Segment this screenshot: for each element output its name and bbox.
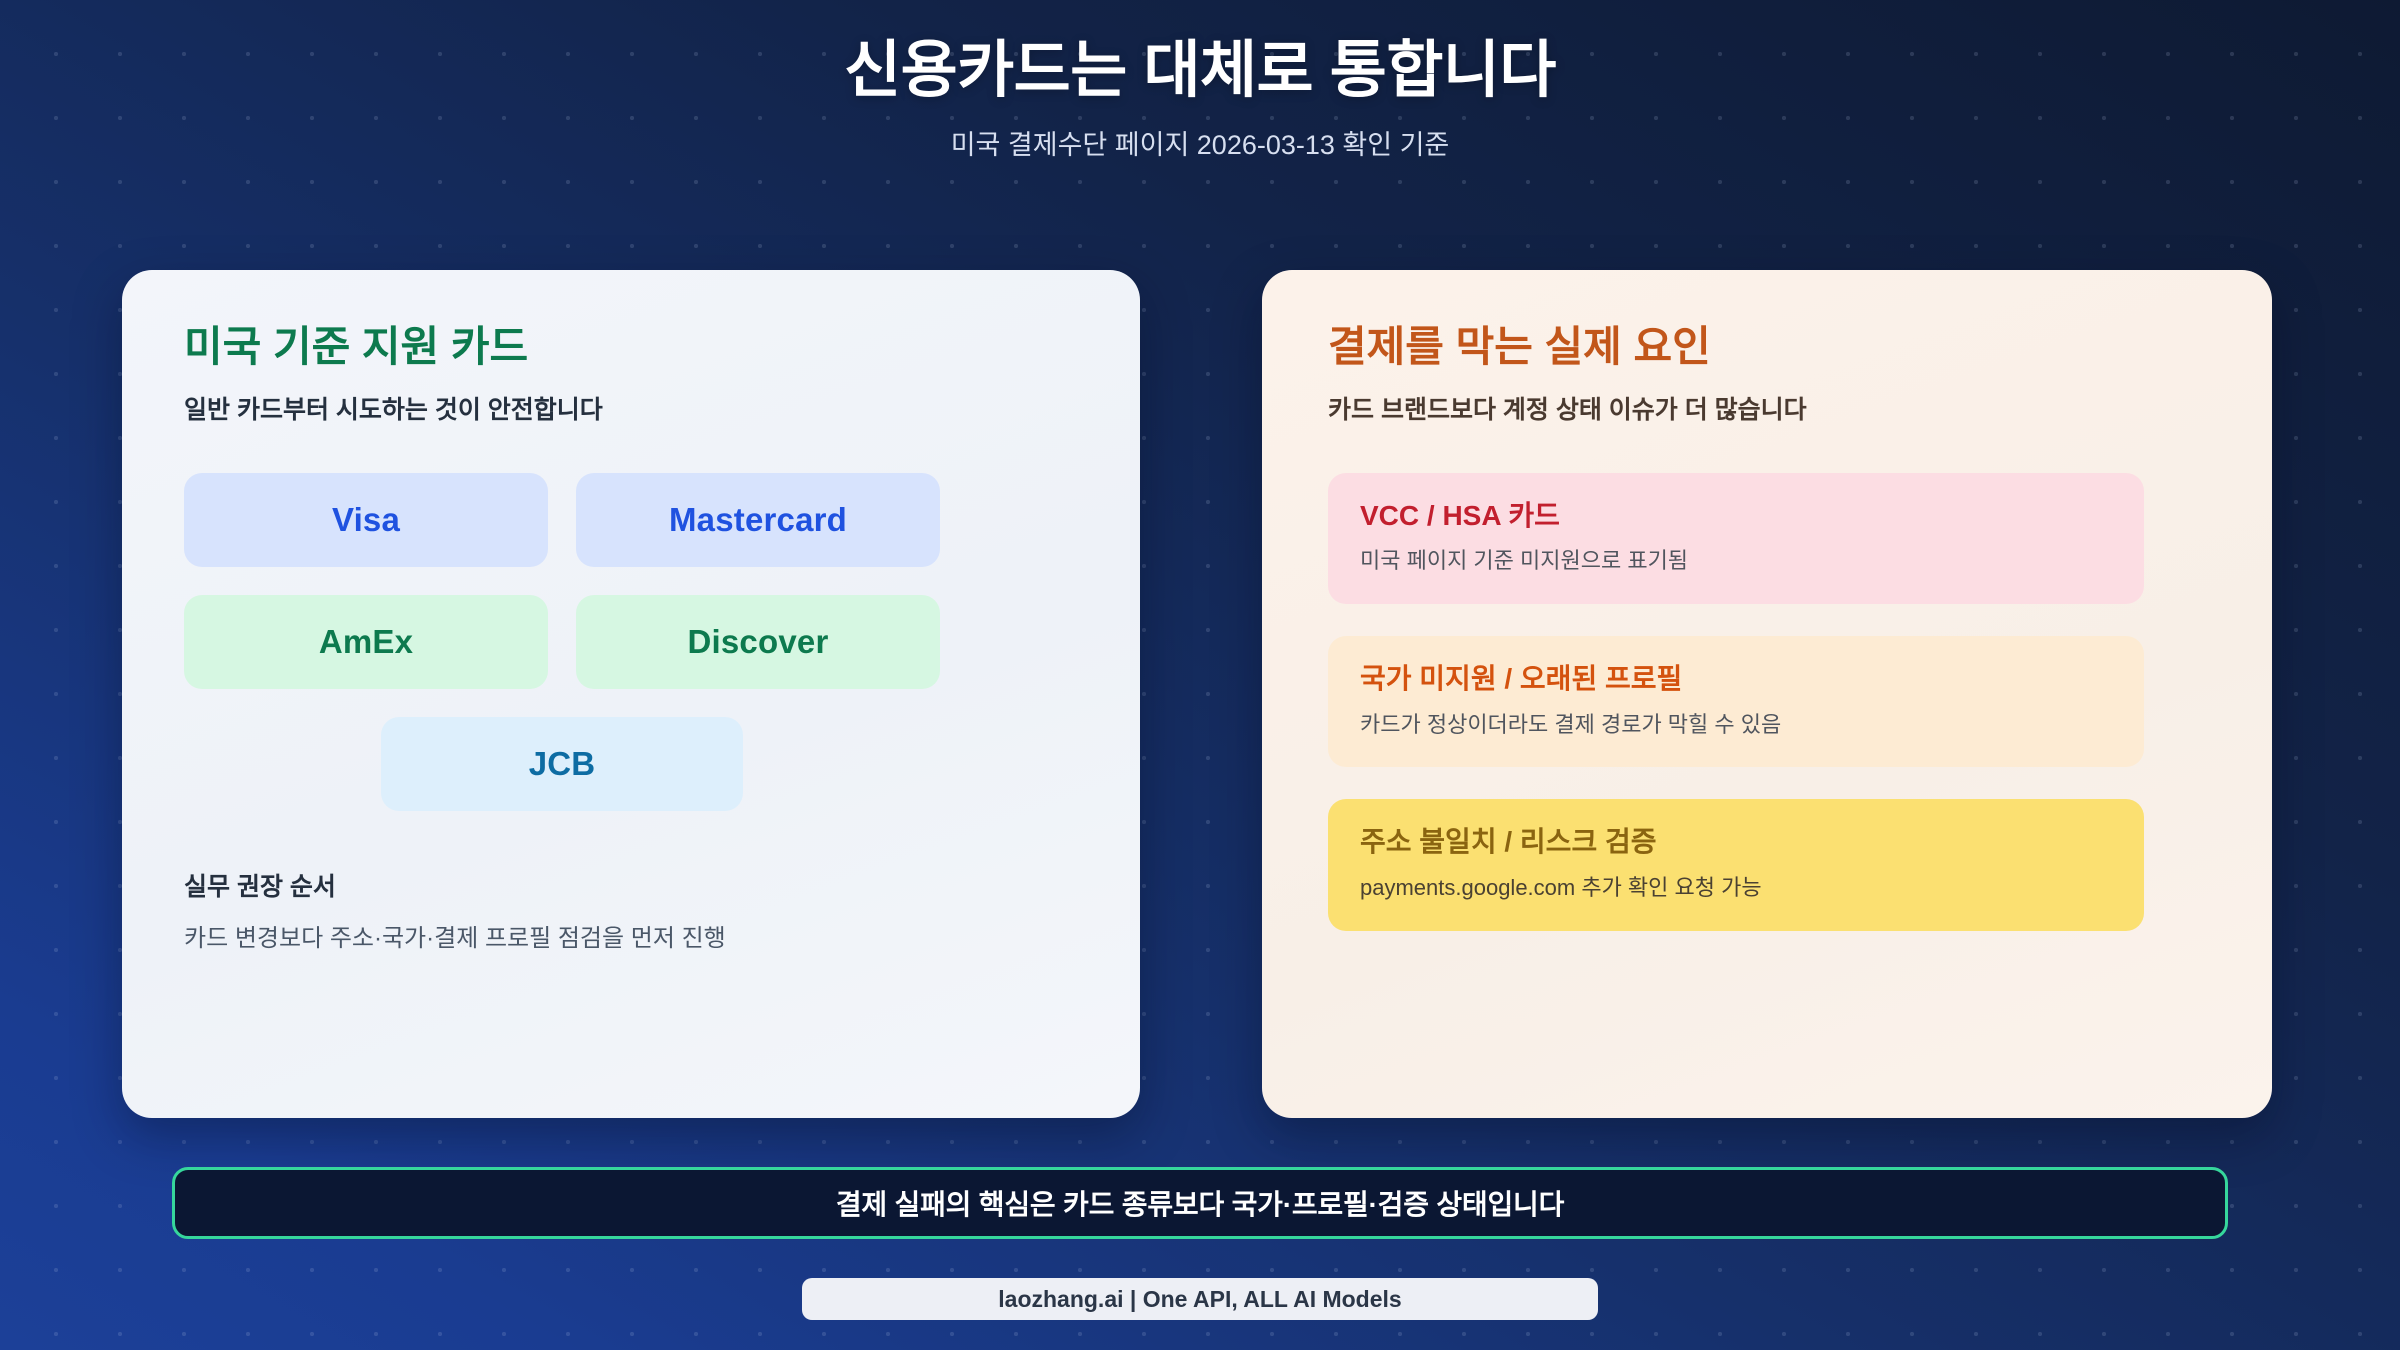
left-panel-title: 미국 기준 지원 카드 bbox=[184, 323, 529, 370]
card-brand-chip-discover[interactable]: Discover bbox=[576, 594, 940, 689]
page-subtitle: 미국 결제수단 페이지 2026-03-13 확인 기준 bbox=[950, 130, 1450, 161]
note-body: 카드 변경보다 주소·국가·결제 프로필 점검을 먼저 진행 bbox=[184, 924, 726, 952]
page-title: 신용카드는 대체로 통합니다 bbox=[844, 36, 1556, 105]
footer-branding-text: laozhang.ai | One API, ALL AI Models bbox=[998, 1285, 1402, 1312]
chip-label: Discover bbox=[687, 622, 829, 660]
supported-cards-panel: 미국 기준 지원 카드 일반 카드부터 시도하는 것이 안전합니다 Visa M… bbox=[122, 270, 1140, 1118]
chip-label: Visa bbox=[331, 500, 401, 538]
recommendation-note: 실무 권장 순서 카드 변경보다 주소·국가·결제 프로필 점검을 먼저 진행 bbox=[184, 867, 1078, 955]
left-panel-subtitle: 일반 카드부터 시도하는 것이 안전합니다 bbox=[184, 396, 603, 425]
blocking-factor-item-country-profile: 국가 미지원 / 오래된 프로필 카드가 정상이더라도 결제 경로가 막힐 수 … bbox=[1328, 636, 2144, 768]
right-panel-title: 결제를 막는 실제 요인 bbox=[1328, 323, 1711, 370]
chip-label: JCB bbox=[528, 744, 596, 782]
chip-label: Mastercard bbox=[668, 500, 848, 538]
note-title: 실무 권장 순서 bbox=[184, 872, 336, 901]
summary-banner-text: 결제 실패의 핵심은 카드 종류보다 국가·프로필·검증 상태입니다 bbox=[835, 1189, 1565, 1220]
blocking-factors-panel: 결제를 막는 실제 요인 카드 브랜드보다 계정 상태 이슈가 더 많습니다 V… bbox=[1262, 270, 2272, 1118]
card-brand-chip-visa[interactable]: Visa bbox=[184, 472, 548, 567]
footer-branding-pill: laozhang.ai | One API, ALL AI Models bbox=[802, 1278, 1598, 1320]
header: 신용카드는 대체로 통합니다 미국 결제수단 페이지 2026-03-13 확인… bbox=[0, 0, 2400, 162]
blocking-factor-item-vcc-hsa: VCC / HSA 카드 미국 페이지 기준 미지원으로 표기됨 bbox=[1328, 472, 2144, 605]
blocking-factor-item-address-risk: 주소 불일치 / 리스크 검증 payments.google.com 추가 확… bbox=[1328, 799, 2144, 931]
chip-label: AmEx bbox=[318, 622, 414, 660]
alert-title: 주소 불일치 / 리스크 검증 bbox=[1360, 826, 1657, 858]
card-brand-grid: Visa Mastercard AmEx Discover JCB bbox=[184, 472, 1078, 811]
alert-title: VCC / HSA 카드 bbox=[1360, 499, 1560, 531]
card-brand-chip-mastercard[interactable]: Mastercard bbox=[576, 472, 940, 567]
right-panel-subtitle: 카드 브랜드보다 계정 상태 이슈가 더 많습니다 bbox=[1328, 396, 1807, 425]
summary-banner: 결제 실패의 핵심은 카드 종류보다 국가·프로필·검증 상태입니다 bbox=[172, 1167, 2228, 1239]
alert-body: 카드가 정상이더라도 결제 경로가 막힐 수 있음 bbox=[1360, 711, 1782, 737]
alert-body: payments.google.com 추가 확인 요청 가능 bbox=[1360, 875, 1762, 901]
card-brand-chip-jcb[interactable]: JCB bbox=[381, 716, 743, 811]
alert-title: 국가 미지원 / 오래된 프로필 bbox=[1360, 663, 1683, 695]
card-brand-chip-amex[interactable]: AmEx bbox=[184, 594, 548, 689]
blocking-factor-list: VCC / HSA 카드 미국 페이지 기준 미지원으로 표기됨 국가 미지원 … bbox=[1328, 472, 2206, 931]
alert-body: 미국 페이지 기준 미지원으로 표기됨 bbox=[1360, 548, 1689, 574]
